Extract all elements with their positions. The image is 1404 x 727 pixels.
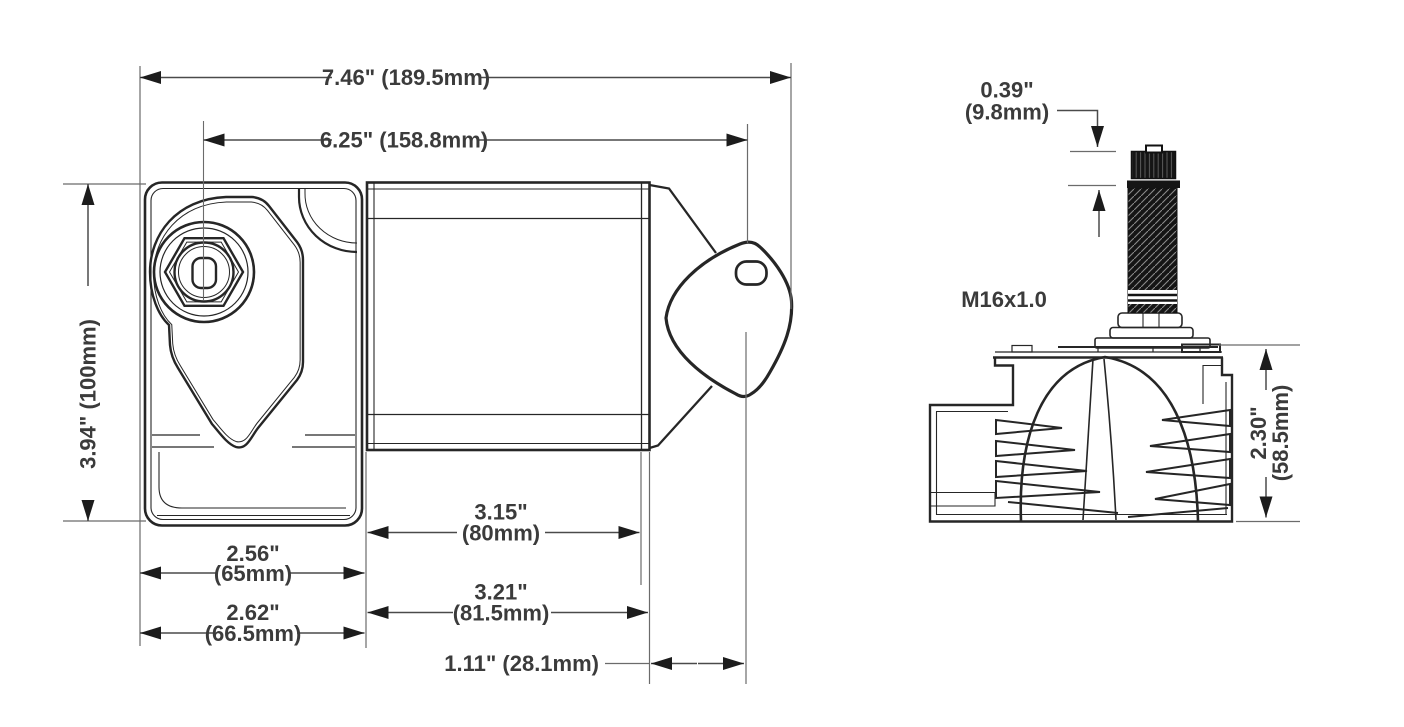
front-body [928, 343, 1234, 523]
dim-length-to-bracket: 6.25" (158.8mm) [203, 128, 748, 153]
dim-gearbox-width: 2.56" (65mm) [140, 541, 365, 586]
dim-overall-length: 7.46" (189.5mm) [140, 65, 791, 90]
front-view: 0.39" (9.8mm) M16x1.0 2.30" (58.5mm) [928, 78, 1300, 523]
dim-gearbox-width-outer-in: 2.62" [226, 600, 279, 625]
dome-mold-line-left [1082, 358, 1094, 521]
side-extension-lines [63, 63, 792, 684]
dim-motor-length-outer-in: 3.21" [474, 580, 527, 605]
bracket-outline [664, 240, 794, 399]
dim-shaft-tip-in: 0.39" [980, 78, 1033, 103]
dim-motor-length-outer: 3.21" (81.5mm) [367, 580, 648, 626]
shaft-nut [1117, 312, 1183, 329]
end-cap-top-edge [649, 183, 717, 254]
bracket-slot-hole [734, 260, 768, 286]
shaft-thread-spec-label: M16x1.0 [961, 287, 1047, 312]
dim-motor-length: 3.15" (80mm) [367, 500, 640, 546]
shaft-keyed-slot [191, 256, 218, 290]
fins-right [1127, 408, 1231, 518]
threaded-shaft [1094, 144, 1211, 349]
dim-overall-height: 3.94" (100mm) [76, 184, 101, 521]
side-view: 7.46" (189.5mm) 6.25" (158.8mm) 3.94" (1… [63, 63, 794, 684]
gearbox-housing [143, 181, 364, 527]
dim-overall-length-label: 7.46" (189.5mm) [322, 65, 490, 90]
front-dimensions: 0.39" (9.8mm) M16x1.0 2.30" (58.5mm) [961, 78, 1300, 523]
dim-gearbox-width-mm: (65mm) [214, 561, 292, 586]
end-cap-bottom-edge [649, 385, 713, 450]
dim-motor-length-in: 3.15" [474, 500, 527, 525]
right-step [1202, 364, 1222, 404]
dim-body-height-mm: (58.5mm) [1268, 385, 1293, 482]
housing-band [152, 434, 355, 448]
dim-length-to-bracket-label: 6.25" (158.8mm) [320, 128, 488, 153]
left-foot-notch [930, 491, 996, 507]
cap-flange [1127, 180, 1180, 188]
front-body-outline [928, 357, 1234, 523]
gearbox-outer-outline [143, 181, 364, 527]
dim-gearbox-width-in: 2.56" [226, 541, 279, 566]
fins-left [995, 418, 1119, 514]
dim-overall-height-label: 3.94" (100mm) [76, 319, 101, 469]
dim-bracket-offset: 1.11" (28.1mm) [444, 651, 744, 676]
shaft-hex-nut-inner [168, 241, 240, 303]
cap-top-tab [1145, 144, 1163, 154]
dim-shaft-tip: 0.39" (9.8mm) [965, 78, 1116, 237]
shaft-knurled-cap [1130, 150, 1177, 180]
dim-bracket-offset-label: 1.11" (28.1mm) [444, 651, 599, 676]
pocket-outline-outer [148, 195, 305, 449]
dim-motor-length-outer-mm: (81.5mm) [453, 601, 550, 626]
plate-left-tab [1011, 344, 1033, 353]
housing-lower-inner [158, 452, 346, 509]
motor-body [365, 181, 717, 452]
dome-mold-line-right [1103, 358, 1117, 521]
gearbox-inner-outline [150, 187, 357, 521]
dim-gearbox-width-outer-mm: (66.5mm) [205, 621, 302, 646]
dim-motor-length-mm: (80mm) [462, 521, 540, 546]
shaft-washer [1109, 326, 1194, 339]
shaft-hex-nut-outer [163, 236, 245, 307]
dim-gearbox-width-outer: 2.62" (66.5mm) [140, 600, 365, 646]
corner-fillet-outer [297, 189, 358, 254]
corner-fillet-inner [304, 189, 358, 244]
thread-relief-band [1128, 290, 1177, 304]
side-dimensions: 7.46" (189.5mm) 6.25" (158.8mm) 3.94" (1… [76, 65, 791, 676]
dim-body-height: 2.30" (58.5mm) [1219, 344, 1300, 523]
mounting-bracket [664, 240, 794, 399]
dim-shaft-tip-mm: (9.8mm) [965, 100, 1049, 125]
dim-body-height-in: 2.30" [1246, 406, 1271, 459]
motor-outline [365, 181, 651, 452]
mounting-plate [993, 343, 1223, 359]
